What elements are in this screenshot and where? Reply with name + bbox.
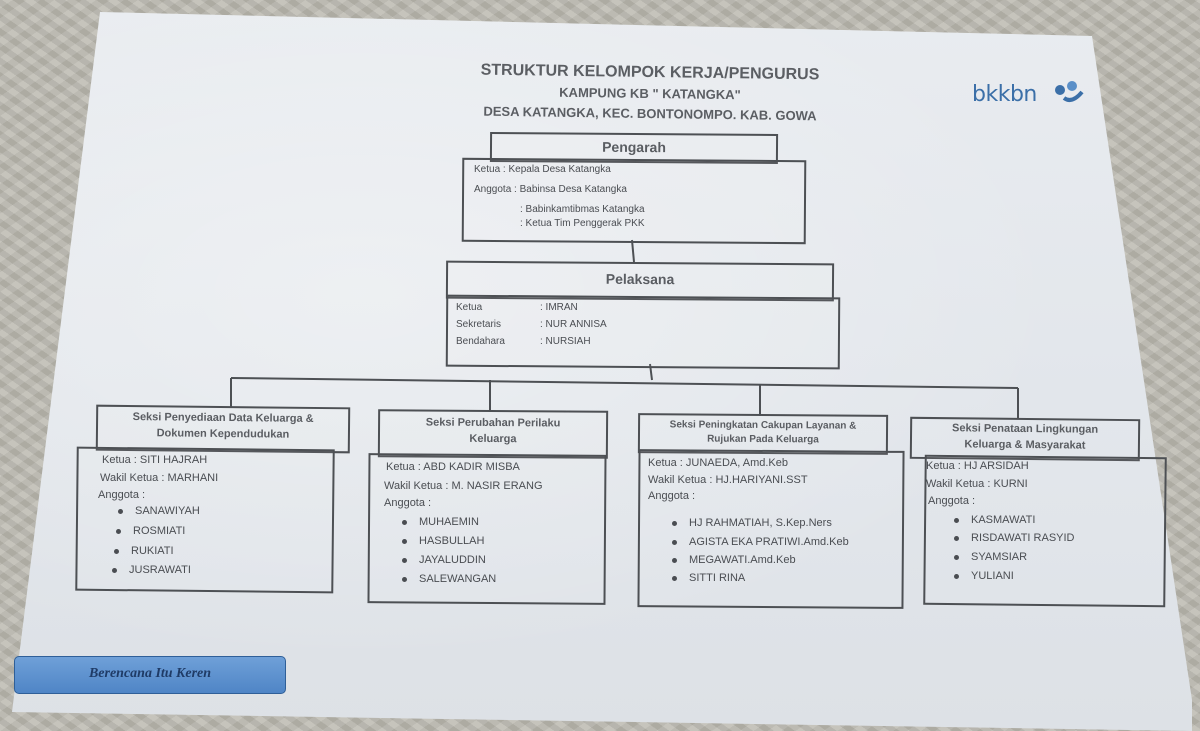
seksi-1-member: JUSRAWATI [112, 564, 191, 576]
pelaksana-name-ketua: : IMRAN [540, 302, 578, 313]
seksi-3-member: HJ RAHMATIAH, S.Kep.Ners [672, 517, 832, 529]
seksi-3-anggota-label: Anggota : [648, 490, 696, 502]
seksi-3-ketua: Ketua : JUNAEDA, Amd.Keb [648, 457, 789, 469]
bkkbn-logo: bkkbn [972, 82, 1037, 107]
seksi-1-member: RUKIATI [114, 545, 174, 557]
seksi-1-ketua: Ketua : SITI HAJRAH [102, 454, 208, 466]
seksi-4-member: YULIANI [954, 570, 1014, 582]
bullet-icon [954, 517, 959, 523]
bullet-icon [672, 539, 677, 545]
bullet-icon [118, 508, 123, 514]
seksi-3-member: AGISTA EKA PRATIWI.Amd.Keb [672, 536, 849, 548]
seksi-2-wakil: Wakil Ketua : M. NASIR ERANG [384, 480, 543, 492]
pelaksana-name-sekretaris: : NUR ANNISA [540, 319, 607, 330]
seksi-2-title-line1: Seksi Perubahan Perilaku [425, 416, 561, 430]
seksi-1-anggota-label: Anggota : [98, 489, 146, 501]
bullet-icon [402, 576, 407, 582]
pelaksana-role-ketua: Ketua [456, 302, 483, 313]
seksi-2-member: MUHAEMIN [402, 516, 479, 528]
seksi-2-title-line2: Keluarga [469, 432, 517, 446]
bullet-icon [116, 528, 121, 534]
seksi-1-title-line1: Seksi Penyediaan Data Keluarga & [132, 411, 314, 425]
bullet-icon [402, 519, 407, 525]
seksi-4-anggota-label: Anggota : [928, 495, 976, 507]
bullet-icon [672, 557, 677, 563]
slogan-banner: Berencana Itu Keren [14, 656, 286, 694]
bullet-icon [954, 535, 959, 541]
seksi-3-wakil: Wakil Ketua : HJ.HARIYANI.SST [648, 474, 808, 486]
seksi-3-member: MEGAWATI.Amd.Keb [672, 554, 796, 566]
seksi-1-header-box: Seksi Penyediaan Data Keluarga & Dokumen… [95, 404, 351, 454]
pelaksana-role-bendahara: Bendahara [456, 336, 505, 347]
seksi-2-member: HASBULLAH [402, 535, 484, 547]
pengarah-line-ketua: Ketua : Kepala Desa Katangka [474, 164, 611, 175]
seksi-4-title-line2: Keluarga & Masyarakat [964, 438, 1086, 452]
pengarah-line-anggota: Anggota : Babinsa Desa Katangka [474, 184, 627, 195]
seksi-2-ketua: Ketua : ABD KADIR MISBA [386, 461, 520, 473]
bullet-icon [114, 548, 119, 554]
slogan-text: Berencana Itu Keren [88, 666, 212, 681]
pelaksana-body-box [445, 294, 841, 370]
seksi-2-header-box: Seksi Perubahan Perilaku Keluarga [377, 409, 609, 459]
seksi-1-member: SANAWIYAH [118, 505, 200, 517]
bullet-icon [402, 538, 407, 544]
seksi-1-member: ROSMIATI [116, 525, 185, 537]
seksi-4-member: KASMAWATI [954, 514, 1035, 526]
seksi-1-title-line2: Dokumen Kependudukan [156, 427, 290, 441]
seksi-4-member: RISDAWATI RASYID [954, 532, 1075, 544]
bullet-icon [672, 575, 677, 581]
pengarah-line-pkk: : Ketua Tim Penggerak PKK [520, 218, 645, 229]
seksi-1-wakil: Wakil Ketua : MARHANI [100, 472, 219, 484]
seksi-3-title-line1: Seksi Peningkatan Cakupan Layanan & [669, 419, 857, 432]
seksi-2-member: SALEWANGAN [402, 573, 496, 585]
pengarah-title: Pengarah [602, 138, 666, 156]
seksi-2-member: JAYALUDDIN [402, 554, 486, 566]
seksi-3-title-line2: Rujukan Pada Keluarga [707, 433, 819, 446]
seksi-4-title-line1: Seksi Penataan Lingkungan [951, 422, 1099, 436]
seksi-2-anggota-label: Anggota : [384, 497, 432, 509]
seksi-4-ketua: Ketua : HJ ARSIDAH [926, 460, 1029, 472]
pengarah-line-babinkamtibmas: : Babinkamtibmas Katangka [520, 204, 645, 215]
bullet-icon [954, 554, 959, 560]
pelaksana-title: Pelaksana [605, 270, 675, 288]
seksi-4-member: SYAMSIAR [954, 551, 1027, 563]
pelaksana-name-bendahara: : NURSIAH [540, 336, 591, 347]
bullet-icon [954, 573, 959, 579]
seksi-4-wakil: Wakil Ketua : KURNI [926, 478, 1028, 490]
pelaksana-role-sekretaris: Sekretaris [456, 319, 502, 330]
bullet-icon [402, 557, 407, 563]
bkkbn-logo-mark-icon [1055, 81, 1084, 102]
bullet-icon [672, 520, 677, 526]
seksi-3-member: SITTI RINA [672, 572, 745, 584]
bullet-icon [112, 567, 117, 573]
